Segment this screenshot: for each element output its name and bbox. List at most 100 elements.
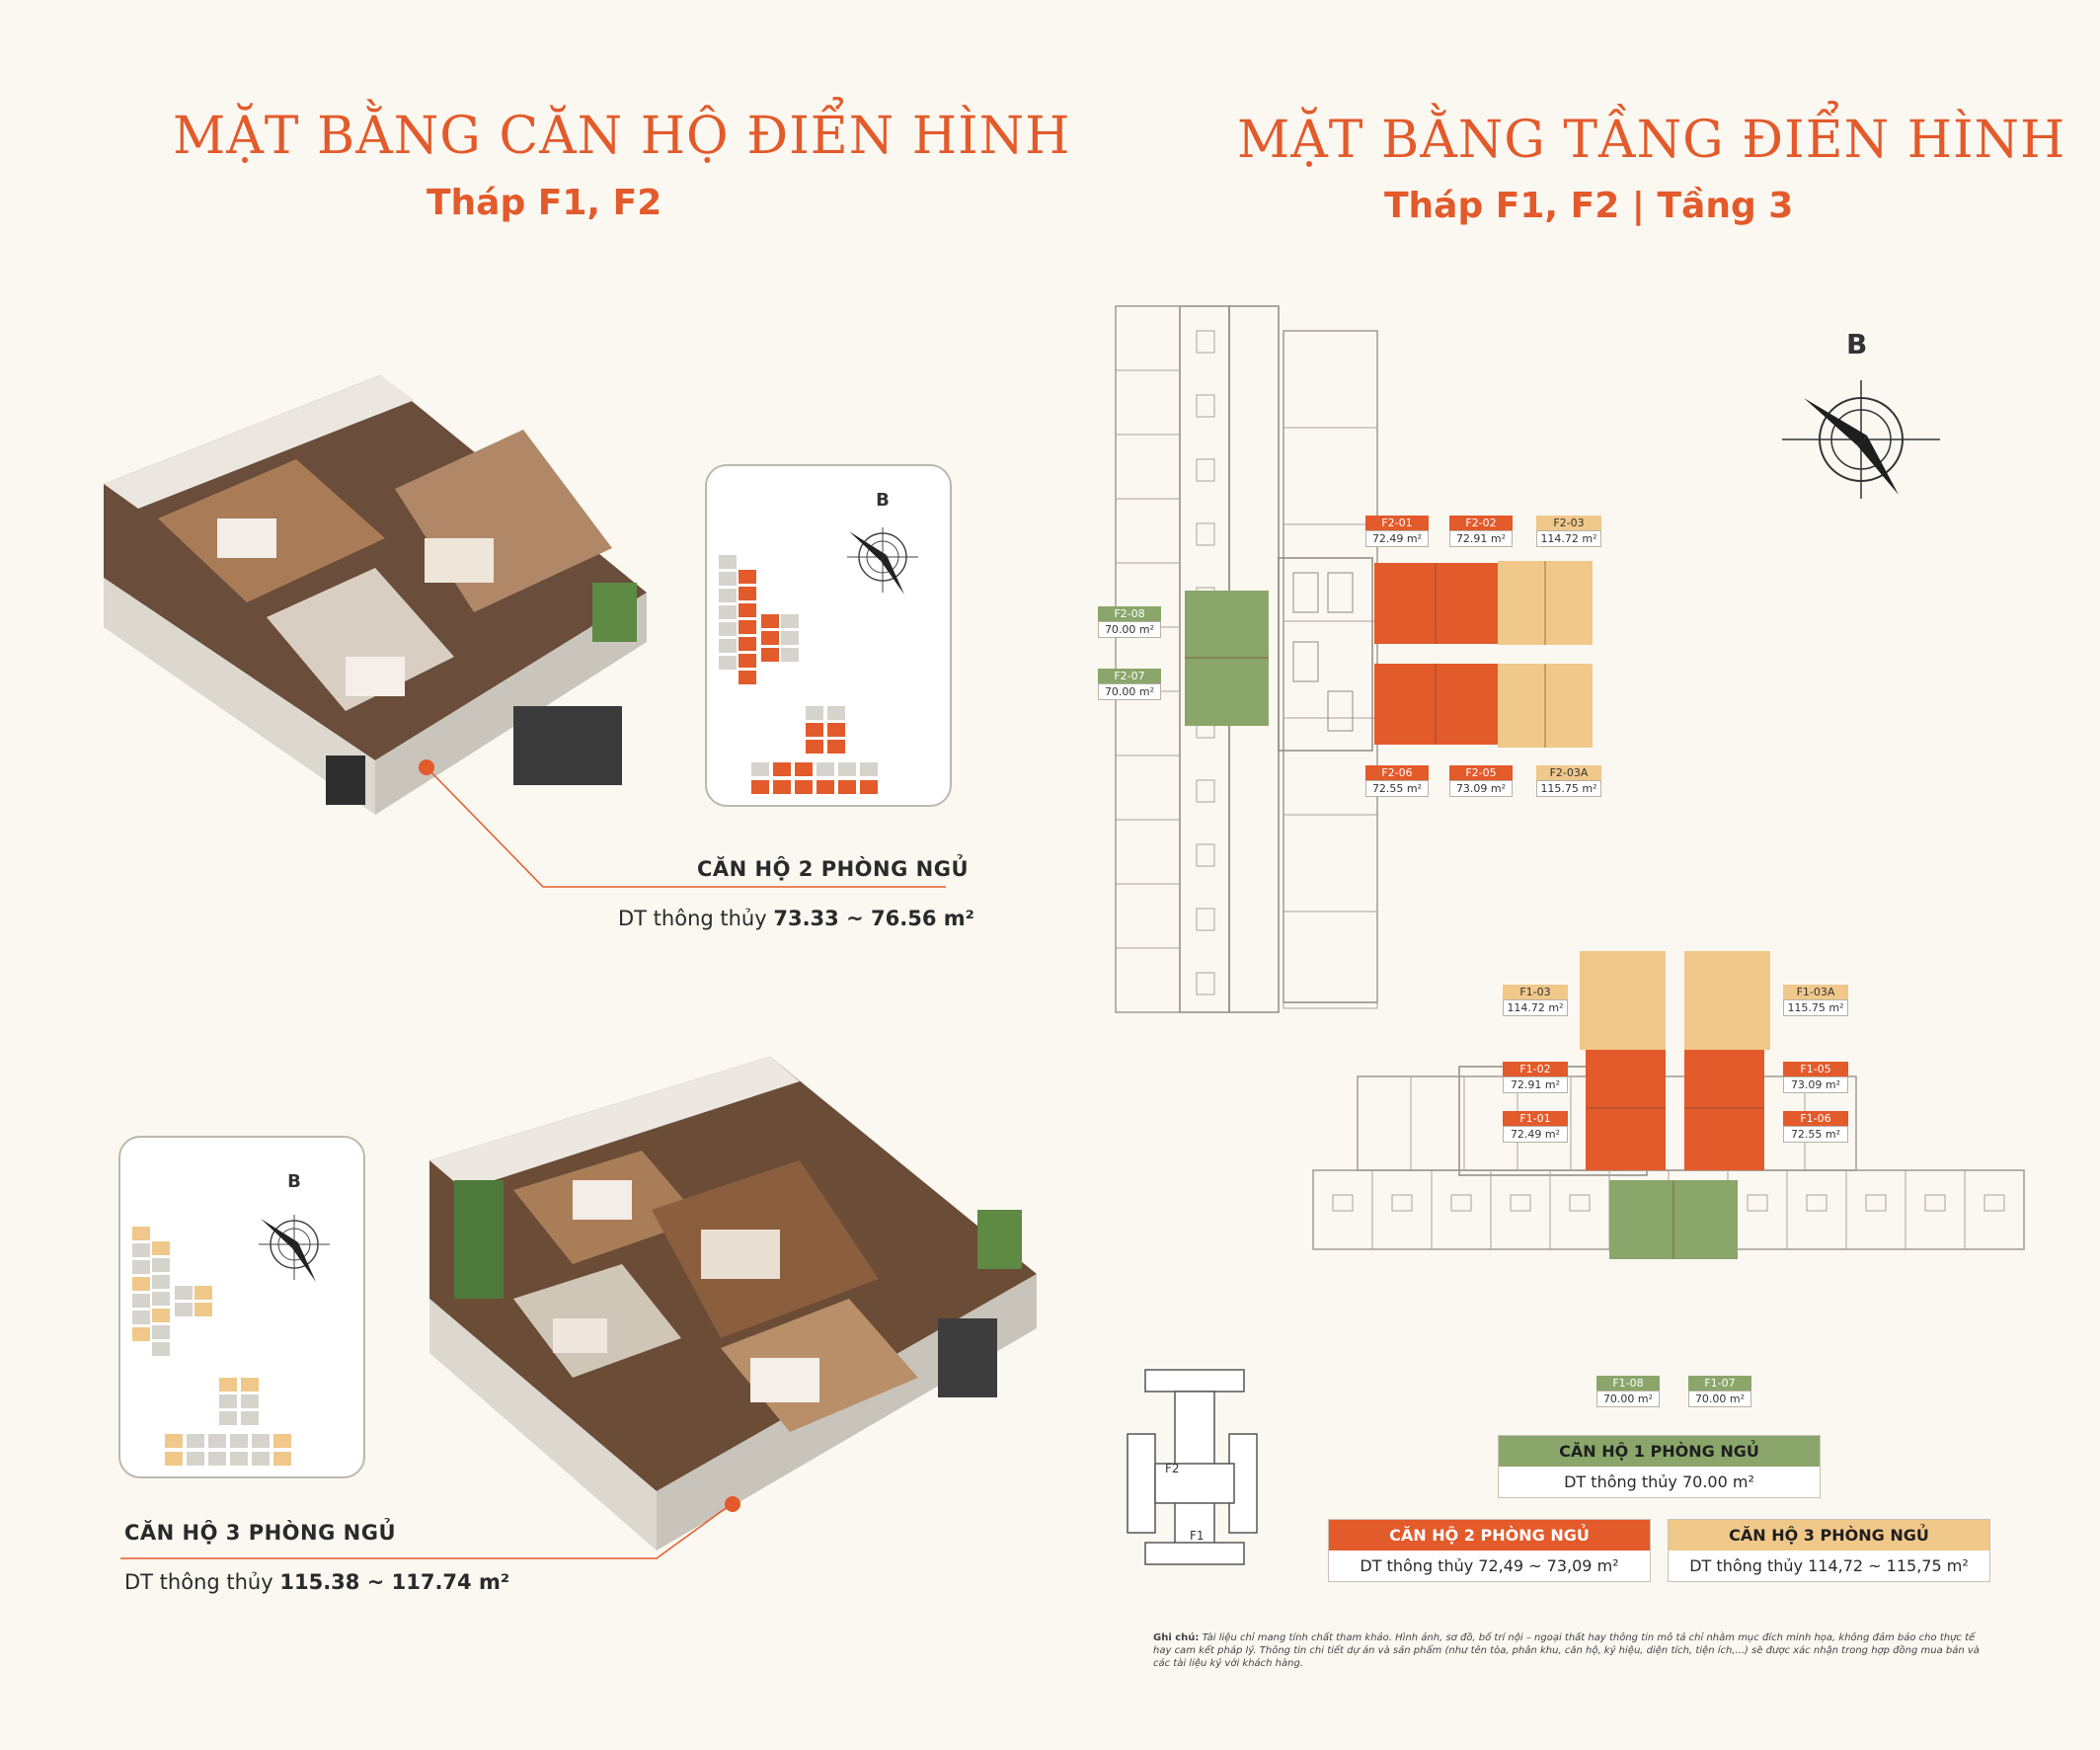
compass-icon <box>847 527 918 595</box>
typical-floor-plan <box>1115 305 2025 1259</box>
keyplan-block <box>739 570 756 584</box>
floorplan-compass-icon <box>1782 380 1940 499</box>
keyplan-block <box>719 572 737 586</box>
floorplan-room <box>1964 1169 2025 1250</box>
floorplan-room <box>1283 427 1378 525</box>
keyplan-block <box>132 1277 150 1291</box>
floorplan-room <box>1283 717 1378 816</box>
three-bedroom-title: CĂN HỘ 3 PHÒNG NGỦ <box>124 1521 397 1545</box>
keyplan-block <box>132 1260 150 1274</box>
keyplan-block <box>230 1434 248 1448</box>
keyplan-block <box>152 1292 170 1306</box>
floorplan-room <box>1905 1169 1966 1250</box>
floorplan-room <box>1806 1194 1828 1212</box>
keyplan-block <box>719 555 737 569</box>
floorplan-room <box>1431 1169 1492 1250</box>
left-title: MẶT BẰNG CĂN HỘ ĐIỂN HÌNH <box>173 107 1071 166</box>
keyplan-block <box>838 780 856 794</box>
svg-text:B: B <box>876 490 890 511</box>
keyplan-block <box>273 1434 291 1448</box>
floorplan-room <box>1115 690 1181 756</box>
floorplan-room <box>1510 1194 1531 1212</box>
floorplan-room <box>1115 305 1181 371</box>
keyplan-block <box>806 740 823 754</box>
keyplan-block <box>739 654 756 668</box>
floorplan-compass-letter: B <box>1846 328 1868 360</box>
floorplan-room <box>1490 1169 1551 1250</box>
compass-icon <box>259 1215 330 1282</box>
keyplan-block <box>241 1378 259 1392</box>
floorplan-room <box>1196 394 1215 418</box>
floorplan-room <box>1410 1075 1465 1171</box>
keyplan-block <box>773 762 791 776</box>
keyplan-block <box>751 780 769 794</box>
keyplan-block <box>827 723 845 737</box>
floorplan-room <box>1196 972 1215 995</box>
keyplan-block <box>761 648 779 662</box>
three-bedroom-leader-line <box>120 1502 734 1559</box>
keyplan-block <box>187 1434 204 1448</box>
keyplan-block <box>252 1434 270 1448</box>
keyplan-block <box>175 1286 193 1300</box>
keyplan-block <box>806 706 823 720</box>
floorplan-room <box>1283 814 1378 913</box>
floorplan-room <box>1357 1075 1412 1171</box>
floorplan-room <box>1371 1169 1433 1250</box>
three-bedroom-render <box>429 1057 1037 1551</box>
keyplan-block <box>751 762 769 776</box>
keyplan-block <box>817 780 834 794</box>
keyplan-block <box>719 605 737 619</box>
two-bedroom-keyplan: B <box>705 464 952 807</box>
keyplan-block <box>175 1303 193 1316</box>
keyplan-block <box>827 740 845 754</box>
keyplan-block <box>719 589 737 602</box>
keyplan-block <box>165 1434 183 1448</box>
keyplan-block <box>795 762 813 776</box>
disclaimer-note: Ghi chú: Tài liệu chỉ mang tính chất tha… <box>1153 1632 1980 1669</box>
keyplan-block <box>219 1378 237 1392</box>
floorplan-room <box>1332 1194 1354 1212</box>
floorplan-room <box>1786 1169 1847 1250</box>
legend-two-bed: CĂN HỘ 2 PHÒNG NGỦ DT thông thủy 72,49 ~… <box>1328 1519 1651 1582</box>
keyplan-block <box>241 1411 259 1425</box>
left-subtitle: Tháp F1, F2 <box>427 183 662 223</box>
keyplan-block <box>827 706 845 720</box>
floorplan-room <box>1283 620 1378 719</box>
keyplan-block <box>719 622 737 636</box>
right-title: MẶT BẰNG TẦNG ĐIỂN HÌNH <box>1237 111 2066 170</box>
floorplan-room <box>1845 1169 1906 1250</box>
keyplan-block <box>187 1452 204 1466</box>
two-bedroom-leader-line <box>426 766 946 888</box>
keyplan-block <box>152 1309 170 1322</box>
keyplan-block <box>132 1327 150 1341</box>
floorplan-room <box>1569 1194 1591 1212</box>
floorplan-room <box>1283 911 1378 1009</box>
floorplan-room <box>1391 1194 1413 1212</box>
floorplan-room <box>1450 1194 1472 1212</box>
keyplan-block <box>817 762 834 776</box>
floorplan-room <box>1196 330 1215 354</box>
three-bedroom-area: DT thông thủy 115.38 ~ 117.74 m² <box>124 1570 510 1594</box>
floorplan-room <box>1115 369 1181 436</box>
keyplan-block <box>230 1452 248 1466</box>
keyplan-block <box>739 587 756 600</box>
floorplan-room <box>1115 819 1181 885</box>
keyplan-block <box>219 1411 237 1425</box>
keyplan-block <box>152 1241 170 1255</box>
keyplan-block <box>152 1275 170 1289</box>
keyplan-block <box>194 1286 212 1300</box>
keyplan-block <box>719 639 737 653</box>
keyplan-block <box>208 1452 226 1466</box>
three-bedroom-keyplan: B <box>118 1136 365 1478</box>
